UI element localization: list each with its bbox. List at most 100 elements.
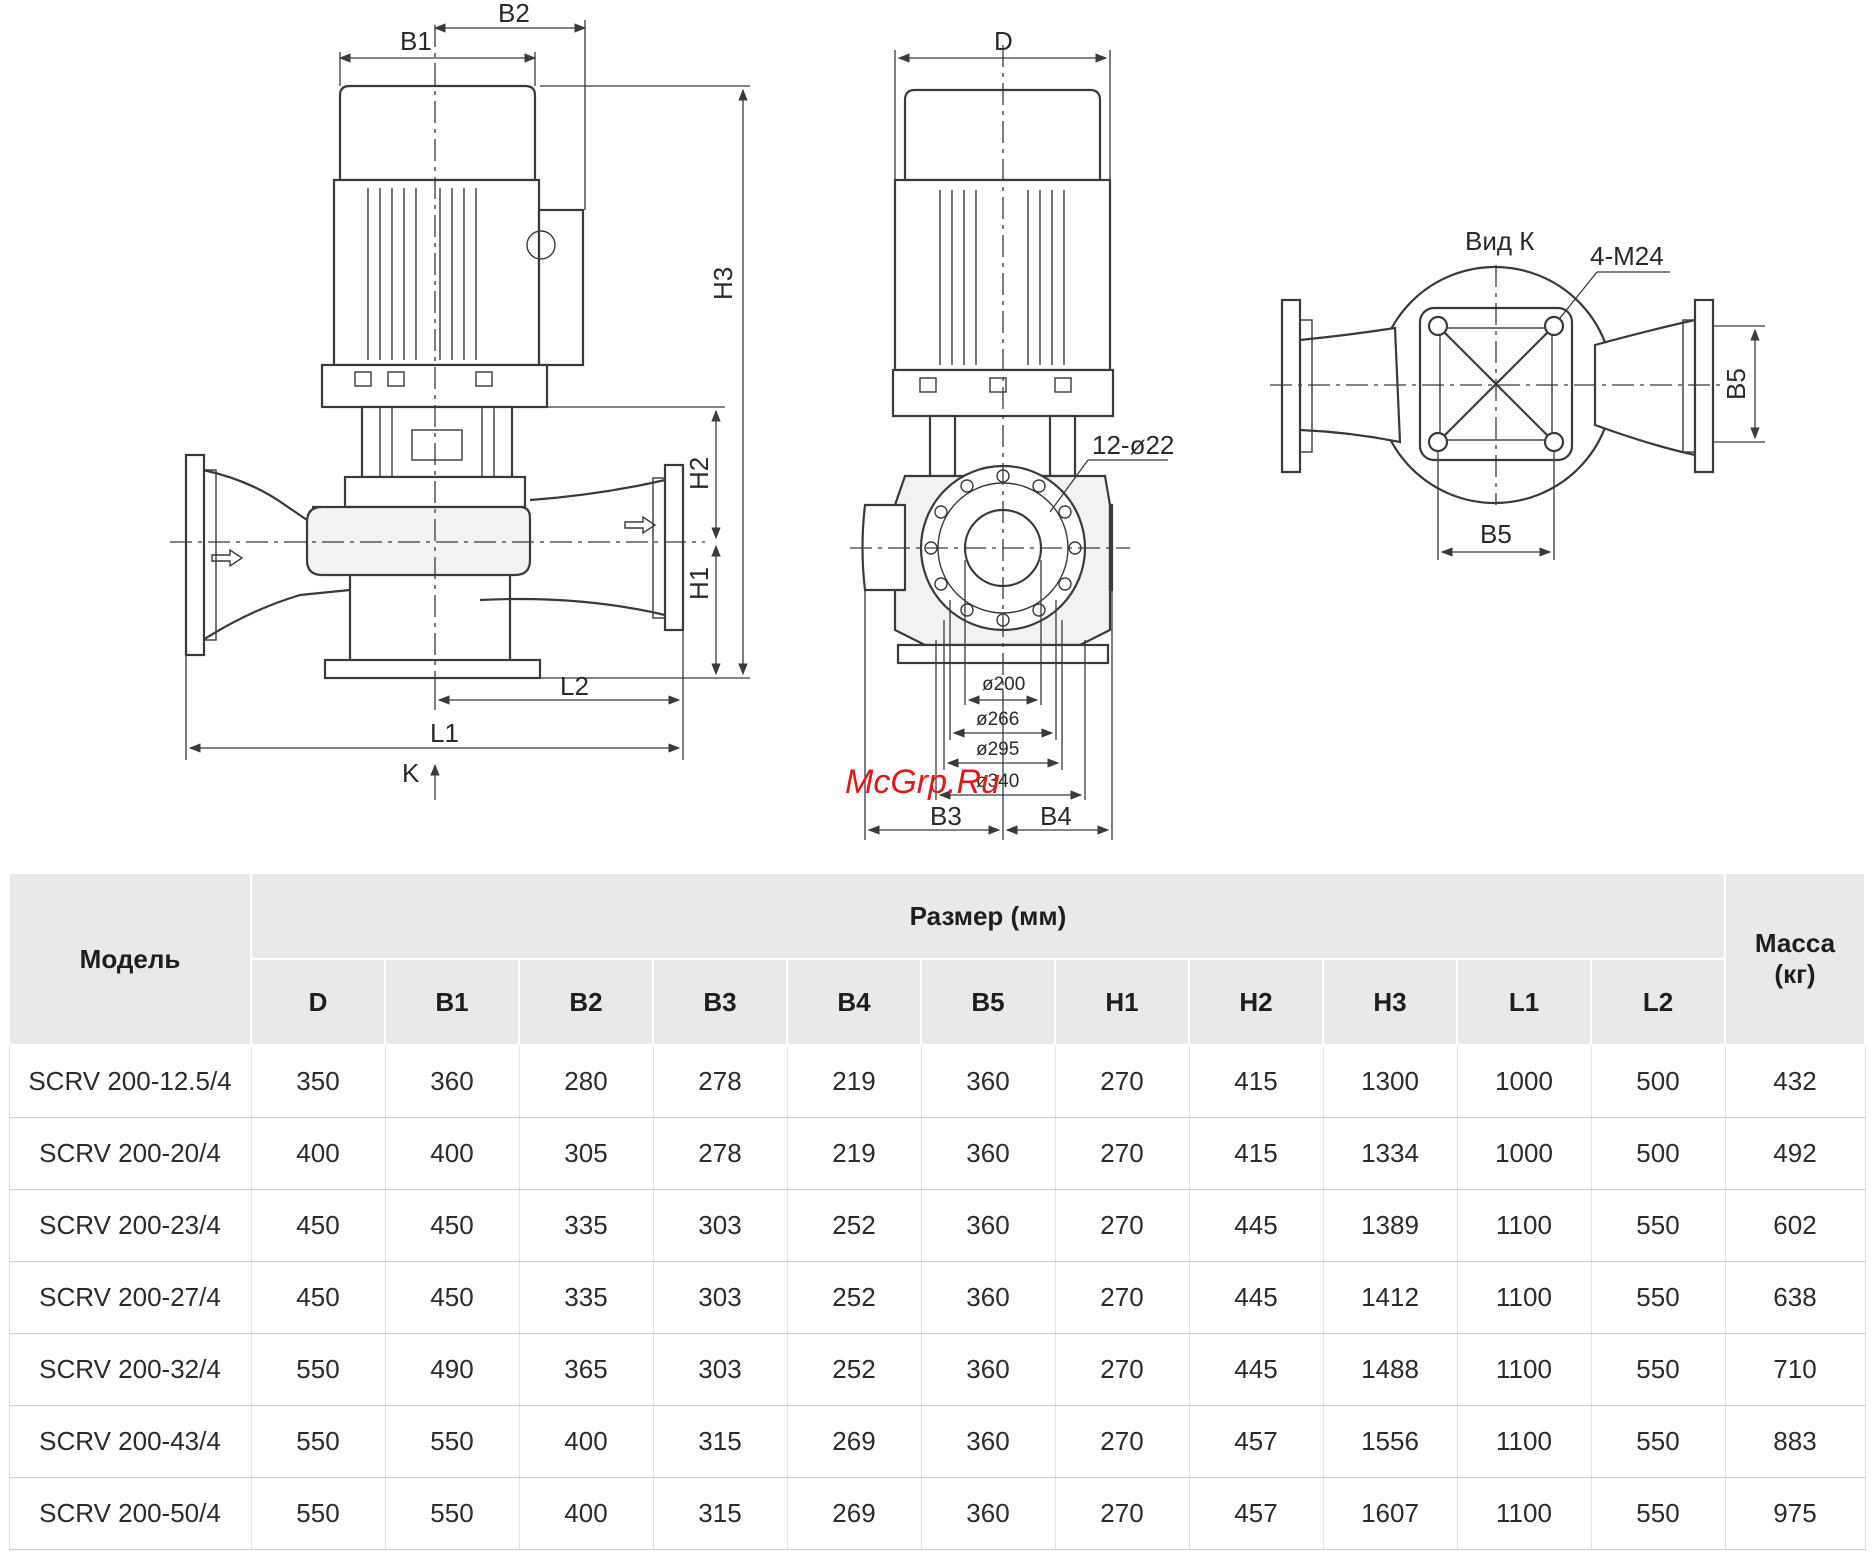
label-holes: 12-ø22 (1092, 430, 1174, 460)
cell-h1: 270 (1054, 1477, 1190, 1550)
cell-b1: 450 (384, 1189, 520, 1262)
label-d266: ø266 (976, 709, 1019, 730)
cell-b2: 335 (518, 1261, 654, 1334)
cell-l1: 1100 (1456, 1477, 1592, 1550)
cell-b5: 360 (920, 1477, 1056, 1550)
cell-h1: 270 (1054, 1405, 1190, 1478)
cell-model: SCRV 200-43/4 (8, 1405, 252, 1478)
label-b1: B1 (400, 26, 432, 56)
cell-b4: 252 (786, 1189, 922, 1262)
column-header-h2: H2 (1188, 958, 1324, 1046)
column-header-h3: H3 (1322, 958, 1458, 1046)
cell-b3: 315 (652, 1477, 788, 1550)
cell-l2: 550 (1590, 1405, 1726, 1478)
header-model: Модель (8, 872, 252, 1046)
cell-model: SCRV 200-20/4 (8, 1117, 252, 1190)
label-b4: B4 (1040, 801, 1072, 831)
label-h3: H3 (708, 267, 738, 300)
cell-h3: 1607 (1322, 1477, 1458, 1550)
cell-b5: 360 (920, 1333, 1056, 1406)
cell-h1: 270 (1054, 1333, 1190, 1406)
cell-h3: 1488 (1322, 1333, 1458, 1406)
cell-b5: 360 (920, 1261, 1056, 1334)
cell-model: SCRV 200-32/4 (8, 1333, 252, 1406)
cell-mass: 710 (1724, 1333, 1866, 1406)
header-mass: Масса(кг) (1724, 872, 1866, 1046)
side-view: B1 B2 H3 H2 H1 L2 L1 K (170, 0, 750, 800)
header-size: Размер (мм) (250, 872, 1726, 960)
label-d340: ø340 (976, 771, 1019, 792)
cell-h2: 415 (1188, 1044, 1324, 1118)
cell-mass: 492 (1724, 1117, 1866, 1190)
bottom-view-k: Вид К 4-M24 B5 B5 (1270, 226, 1765, 560)
cell-h1: 270 (1054, 1189, 1190, 1262)
cell-b5: 360 (920, 1189, 1056, 1262)
label-bolts: 4-M24 (1590, 241, 1664, 271)
cell-mass: 638 (1724, 1261, 1866, 1334)
column-header-l2: L2 (1590, 958, 1726, 1046)
label-d295: ø295 (976, 739, 1019, 760)
cell-b2: 305 (518, 1117, 654, 1190)
cell-mass: 883 (1724, 1405, 1866, 1478)
cell-h1: 270 (1054, 1261, 1190, 1334)
label-d: D (994, 26, 1013, 56)
cell-b2: 280 (518, 1044, 654, 1118)
cell-h3: 1334 (1322, 1117, 1458, 1190)
cell-l1: 1100 (1456, 1333, 1592, 1406)
cell-model: SCRV 200-23/4 (8, 1189, 252, 1262)
label-b2: B2 (498, 0, 530, 28)
cell-b4: 269 (786, 1477, 922, 1550)
cell-l2: 500 (1590, 1117, 1726, 1190)
cell-b2: 335 (518, 1189, 654, 1262)
label-h1: H1 (684, 567, 714, 600)
cell-b3: 303 (652, 1261, 788, 1334)
cell-mass: 975 (1724, 1477, 1866, 1550)
cell-l2: 550 (1590, 1189, 1726, 1262)
label-l1: L1 (430, 718, 459, 748)
column-header-b2: B2 (518, 958, 654, 1046)
cell-h3: 1556 (1322, 1405, 1458, 1478)
column-header-d: D (250, 958, 386, 1046)
label-d200: ø200 (982, 674, 1025, 695)
cell-b2: 400 (518, 1477, 654, 1550)
cell-b1: 490 (384, 1333, 520, 1406)
label-b3: B3 (930, 801, 962, 831)
column-header-b3: B3 (652, 958, 788, 1046)
cell-d: 550 (250, 1333, 386, 1406)
cell-l1: 1000 (1456, 1044, 1592, 1118)
cell-l1: 1100 (1456, 1189, 1592, 1262)
cell-model: SCRV 200-50/4 (8, 1477, 252, 1550)
cell-d: 450 (250, 1189, 386, 1262)
cell-l2: 550 (1590, 1333, 1726, 1406)
cell-h1: 270 (1054, 1117, 1190, 1190)
watermark: McGrp.Ru (845, 763, 1000, 801)
cell-h2: 457 (1188, 1405, 1324, 1478)
cell-d: 550 (250, 1477, 386, 1550)
column-header-l1: L1 (1456, 958, 1592, 1046)
cell-l1: 1000 (1456, 1117, 1592, 1190)
cell-h2: 445 (1188, 1261, 1324, 1334)
cell-h3: 1300 (1322, 1044, 1458, 1118)
cell-b5: 360 (920, 1405, 1056, 1478)
front-view: D 12-ø22 ø200 ø266 ø295 ø340 B3 B4 McGrp… (845, 26, 1174, 840)
column-header-b1: B1 (384, 958, 520, 1046)
cell-l1: 1100 (1456, 1405, 1592, 1478)
cell-l1: 1100 (1456, 1261, 1592, 1334)
label-l2: L2 (560, 671, 589, 701)
cell-b2: 400 (518, 1405, 654, 1478)
cell-b5: 360 (920, 1044, 1056, 1118)
cell-b1: 360 (384, 1044, 520, 1118)
pump-drawing-svg: B1 B2 H3 H2 H1 L2 L1 K (170, 0, 1765, 840)
cell-h2: 445 (1188, 1333, 1324, 1406)
cell-b1: 450 (384, 1261, 520, 1334)
cell-h2: 445 (1188, 1189, 1324, 1262)
cell-model: SCRV 200-27/4 (8, 1261, 252, 1334)
cell-b1: 550 (384, 1477, 520, 1550)
